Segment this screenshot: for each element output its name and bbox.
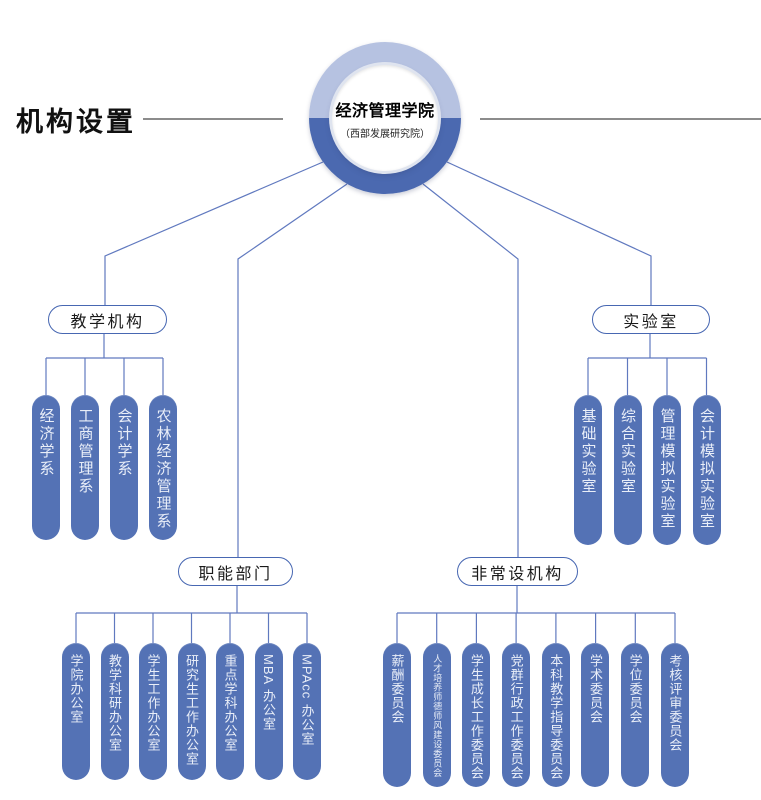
org-unit-label: 考核评审委员会 — [667, 654, 683, 752]
org-unit-pill: 经济学系 — [32, 395, 60, 540]
labs-tree-lines — [587, 334, 708, 395]
org-unit-label: 薪酬委员会 — [389, 654, 405, 724]
org-unit-pill: 薪酬委员会 — [383, 643, 411, 787]
org-unit-pill: MBA 办公室 — [254, 643, 283, 780]
branch-label-teaching: 教学机构 — [48, 305, 167, 334]
org-unit-pill: 综合实验室 — [613, 395, 642, 545]
org-unit-label: 农林经济管理系 — [154, 408, 172, 531]
org-unit-pill: 人才培养师德师风建设委员会 — [422, 643, 451, 787]
org-unit-label: MBA 办公室 — [261, 654, 276, 732]
org-unit-label: 学术委员会 — [587, 654, 603, 724]
org-unit-label: 重点学科办公室 — [222, 654, 238, 752]
root-inner-circle: 经济管理学院 （西部发展研究院） — [332, 65, 438, 171]
branch-label-functional: 职能部门 — [178, 557, 293, 586]
org-unit-pill: 学院办公室 — [62, 643, 90, 780]
org-unit-label: 学生成长工作委员会 — [468, 654, 484, 780]
org-unit-pill: 工商管理系 — [71, 395, 99, 540]
org-unit-pill: 学位委员会 — [621, 643, 650, 787]
root-subtitle: （西部发展研究院） — [340, 128, 430, 140]
org-unit-pill: 会计模拟实验室 — [692, 395, 721, 545]
org-unit-pill: 基础实验室 — [574, 395, 602, 545]
org-unit-label: 会计学系 — [115, 408, 133, 478]
org-unit-label: 学院办公室 — [68, 654, 84, 724]
org-unit-label: 学生工作办公室 — [145, 654, 161, 752]
page-title: 机构设置 — [16, 107, 136, 137]
functional-tree-lines — [75, 586, 308, 643]
org-unit-pill: 重点学科办公室 — [216, 643, 244, 780]
org-unit-pill: 考核评审委员会 — [660, 643, 689, 787]
org-unit-label: 人才培养师德师风建设委员会 — [432, 654, 443, 778]
pill-group-labs: 基础实验室 综合实验室 管理模拟实验室 会计模拟实验室 — [574, 395, 721, 545]
org-unit-label: 党群行政工作委员会 — [508, 654, 524, 780]
pill-group-functional: 学院办公室 教学科研办公室 学生工作办公室 研究生工作办公室 重点学科办公室 MBA 办公… — [62, 643, 321, 780]
pill-group-nonpermanent: 薪酬委员会 人才培养师德师风建设委员会 学生成长工作委员会 党群行政工作委员会 本科教学… — [383, 643, 689, 787]
org-unit-pill: 学生成长工作委员会 — [462, 643, 491, 787]
root-node: 经济管理学院 （西部发展研究院） — [309, 42, 461, 194]
teaching-tree-lines — [45, 334, 164, 395]
org-unit-label: 基础实验室 — [579, 408, 597, 496]
org-unit-pill: 学术委员会 — [581, 643, 610, 787]
org-unit-label: 研究生工作办公室 — [184, 654, 199, 766]
org-unit-pill: MPAcc 办公室 — [293, 643, 321, 780]
pill-group-teaching: 经济学系 工商管理系 会计学系 农林经济管理系 — [32, 395, 177, 540]
org-unit-label: 管理模拟实验室 — [658, 408, 676, 531]
org-unit-label: 会计模拟实验室 — [698, 408, 715, 531]
org-unit-label: 教学科研办公室 — [107, 654, 122, 752]
org-unit-pill: 教学科研办公室 — [100, 643, 129, 780]
nonpermanent-tree-lines — [396, 586, 676, 643]
fan-lines — [104, 161, 652, 557]
org-unit-label: 本科教学指导委员会 — [548, 654, 564, 780]
org-unit-label: 经济学系 — [37, 408, 55, 478]
org-unit-pill: 研究生工作办公室 — [177, 643, 206, 780]
org-unit-label: MPAcc 办公室 — [299, 654, 315, 746]
org-unit-pill: 农林经济管理系 — [149, 395, 177, 540]
org-unit-pill: 管理模拟实验室 — [653, 395, 681, 545]
org-unit-pill: 学生工作办公室 — [139, 643, 167, 780]
org-unit-label: 工商管理系 — [76, 408, 94, 496]
org-unit-pill: 本科教学指导委员会 — [541, 643, 570, 787]
org-unit-pill: 会计学系 — [110, 395, 138, 540]
branch-label-labs: 实验室 — [592, 305, 710, 334]
root-title: 经济管理学院 — [335, 100, 435, 120]
branch-label-nonpermanent: 非常设机构 — [457, 557, 578, 586]
org-unit-pill: 党群行政工作委员会 — [502, 643, 531, 787]
org-unit-label: 综合实验室 — [619, 408, 636, 496]
org-unit-label: 学位委员会 — [627, 654, 643, 724]
